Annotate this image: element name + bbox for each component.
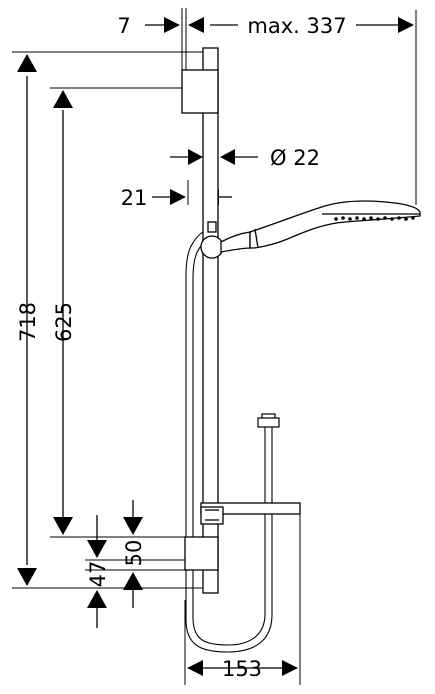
arrow-7-right [188, 17, 204, 33]
dim-label-718: 718 [16, 302, 40, 342]
arrow-153-left [187, 660, 203, 676]
arrowheads [17, 17, 414, 676]
dimension-lines [26, 24, 400, 669]
arrow-50-top [123, 517, 143, 535]
arrow-7-left [164, 17, 180, 33]
arrow-21-left [170, 189, 186, 205]
arrow-22-right [220, 149, 235, 165]
arrow-625-bottom [53, 517, 73, 535]
arrow-50-bottom [123, 572, 143, 590]
dim-label-50: 50 [122, 540, 146, 567]
dim-label-7: 7 [117, 14, 130, 38]
dim-label-47: 47 [86, 561, 110, 588]
arrow-47-top [87, 540, 107, 558]
arrow-625-top [53, 90, 73, 108]
arrow-337-right [398, 17, 414, 33]
dim-label-max-337: max. 337 [247, 14, 346, 38]
top-wall-bracket [181, 69, 219, 114]
dim-label-21: 21 [121, 186, 148, 210]
dim-label-625: 625 [52, 302, 76, 342]
arrow-718-top [17, 54, 37, 72]
wall-rail [202, 47, 219, 594]
bottom-wall-bracket [184, 536, 219, 571]
arrow-22-left [188, 149, 203, 165]
dim-label-153: 153 [222, 657, 262, 681]
arrow-47-bottom [87, 590, 107, 608]
shower-spray-face [334, 216, 415, 221]
arrow-718-bottom [17, 568, 37, 586]
hand-shower [220, 200, 421, 253]
dim-label-diameter-22: Ø 22 [270, 146, 320, 170]
arrow-153-right [282, 660, 298, 676]
hose-connector [257, 413, 280, 428]
soap-shelf [200, 502, 301, 525]
shower-hose [185, 229, 273, 653]
